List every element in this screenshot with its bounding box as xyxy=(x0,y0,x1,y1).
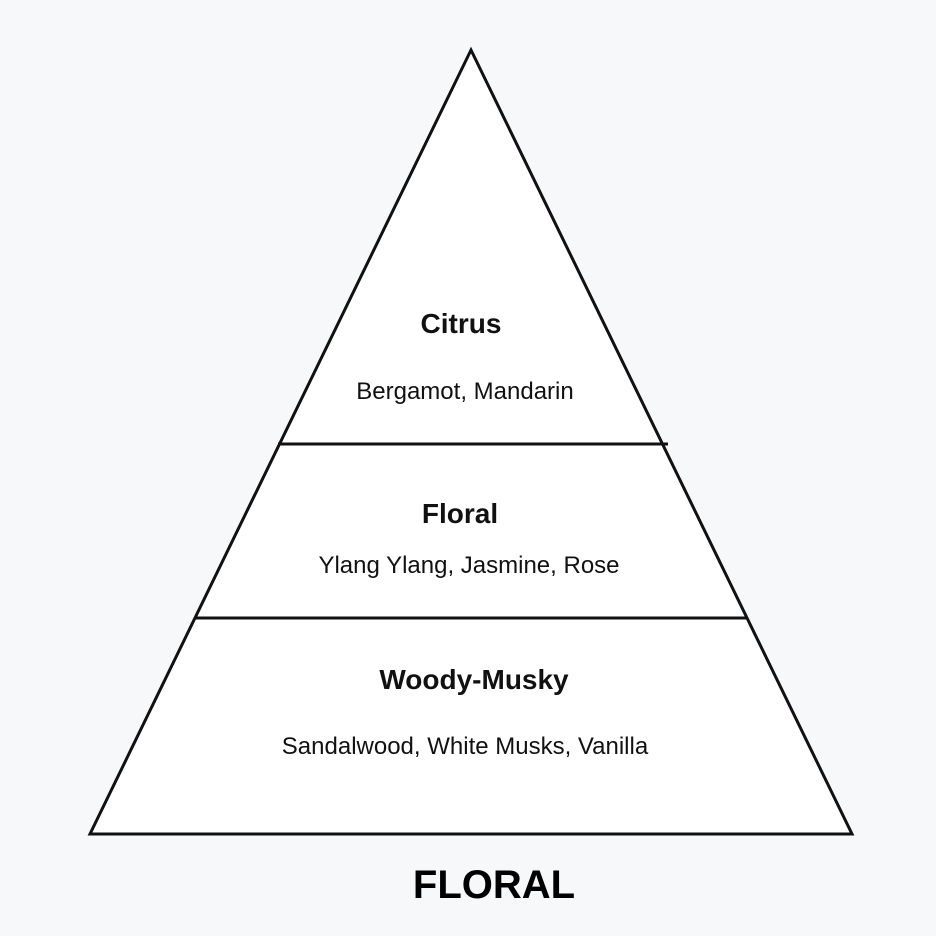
tier-bottom: Woody-Musky Sandalwood, White Musks, Van… xyxy=(282,664,649,760)
tier-top-notes: Bergamot, Mandarin xyxy=(356,378,573,405)
pyramid-outline xyxy=(87,46,855,836)
tier-top: Citrus Bergamot, Mandarin xyxy=(356,308,573,405)
fragrance-family-label: FLORAL xyxy=(413,863,575,907)
tier-bottom-notes: Sandalwood, White Musks, Vanilla xyxy=(282,733,649,760)
tier-bottom-name: Woody-Musky xyxy=(379,664,569,695)
tier-middle-name: Floral xyxy=(422,498,498,529)
tier-top-name: Citrus xyxy=(421,308,502,339)
tier-middle-notes: Ylang Ylang, Jasmine, Rose xyxy=(318,552,619,579)
tier-middle: Floral Ylang Ylang, Jasmine, Rose xyxy=(318,498,619,579)
